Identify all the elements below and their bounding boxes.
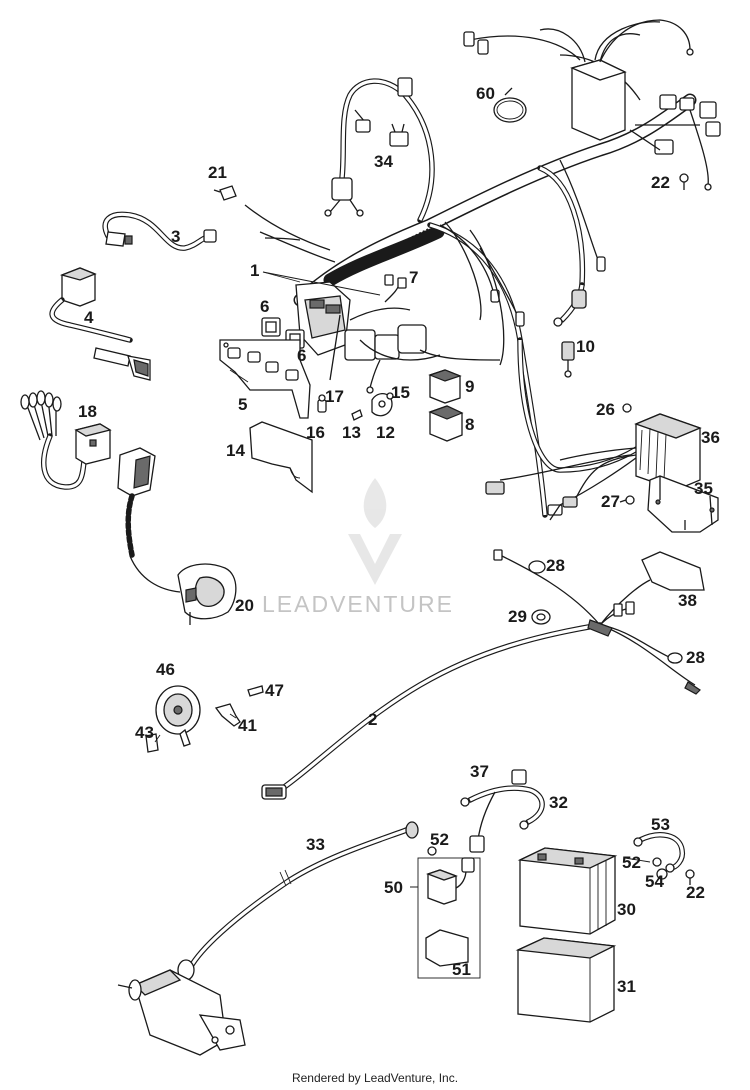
switch-10 bbox=[561, 341, 575, 378]
callout-50: 50 bbox=[384, 878, 403, 897]
callout-4: 4 bbox=[84, 308, 94, 327]
callout-54: 54 bbox=[645, 872, 664, 891]
callout-43: 43 bbox=[135, 723, 154, 742]
battery-box-31 bbox=[515, 937, 617, 1023]
callout-36: 36 bbox=[701, 428, 720, 447]
callout-34: 34 bbox=[374, 152, 393, 171]
handlebar-switch-20 bbox=[117, 447, 237, 625]
cover-38 bbox=[641, 551, 705, 591]
leader-lines bbox=[154, 271, 651, 888]
callout-60: 60 bbox=[476, 84, 495, 103]
relay-9 bbox=[428, 369, 462, 404]
ecu-module bbox=[539, 21, 661, 141]
callout-31: 31 bbox=[617, 977, 636, 996]
nut-26 bbox=[622, 403, 632, 413]
callout-3: 3 bbox=[171, 227, 180, 246]
callout-38: 38 bbox=[678, 591, 697, 610]
callout-22-top: 22 bbox=[651, 173, 670, 192]
screw-27 bbox=[619, 495, 635, 505]
screw-22-bottom bbox=[685, 869, 695, 885]
callout-35: 35 bbox=[694, 479, 713, 498]
cable-tie-60 bbox=[493, 87, 527, 123]
bracket-35 bbox=[647, 475, 719, 533]
callout-52-left: 52 bbox=[430, 830, 449, 849]
relay-8 bbox=[428, 405, 464, 442]
sensor-21 bbox=[213, 185, 237, 201]
handlebar-switch-cable-18 bbox=[20, 390, 112, 490]
ignition-coil-4 bbox=[49, 267, 151, 381]
callout-6b: 6 bbox=[297, 346, 306, 365]
starter-relay-50 bbox=[426, 857, 475, 905]
callout-16: 16 bbox=[306, 423, 325, 442]
callout-13: 13 bbox=[342, 423, 361, 442]
callout-26: 26 bbox=[596, 400, 615, 419]
sensor-cable-3 bbox=[102, 211, 217, 251]
harness-connector-top bbox=[397, 77, 413, 97]
starter-motor bbox=[117, 969, 246, 1056]
callout-22-bottom: 22 bbox=[686, 883, 705, 902]
callout-27: 27 bbox=[601, 492, 620, 511]
callout-28-top: 28 bbox=[546, 556, 565, 575]
callout-37: 37 bbox=[470, 762, 489, 781]
ground-cable-53 bbox=[633, 832, 686, 873]
callout-41: 41 bbox=[238, 716, 257, 735]
nut-52-right bbox=[652, 857, 662, 867]
callout-52-right: 52 bbox=[622, 853, 641, 872]
callout-46: 46 bbox=[156, 660, 175, 679]
callout-33: 33 bbox=[306, 835, 325, 854]
callout-14: 14 bbox=[226, 441, 245, 460]
bracket-41 bbox=[214, 703, 241, 727]
callout-18: 18 bbox=[78, 402, 97, 421]
nut-52-left bbox=[427, 846, 437, 856]
callout-8: 8 bbox=[465, 415, 474, 434]
screw-47 bbox=[247, 685, 264, 697]
footer-credit: Rendered by LeadVenture, Inc. bbox=[291, 1071, 459, 1085]
callout-29: 29 bbox=[508, 607, 527, 626]
watermark-text: LEADVENTURE bbox=[262, 591, 454, 617]
main-wiring-harness bbox=[244, 19, 721, 518]
grommet-28-bottom bbox=[667, 652, 683, 664]
callout-6a: 6 bbox=[260, 297, 269, 316]
watermark-logo bbox=[348, 478, 402, 585]
callout-28-bottom: 28 bbox=[686, 648, 705, 667]
callout-10: 10 bbox=[576, 337, 595, 356]
callout-labels: 1 2 3 4 5 6 6 7 8 9 10 12 13 14 15 16 17… bbox=[78, 84, 720, 996]
starter-cable-33 bbox=[177, 821, 419, 981]
ground-lead-10 bbox=[553, 282, 587, 327]
connector-34 bbox=[355, 119, 409, 147]
screw-22-top bbox=[679, 173, 689, 190]
fuse-37 bbox=[511, 769, 527, 785]
bracket-14 bbox=[249, 421, 313, 494]
callout-15: 15 bbox=[391, 383, 410, 402]
grommet-28-top bbox=[528, 560, 546, 574]
callout-30: 30 bbox=[617, 900, 636, 919]
nut-43 bbox=[145, 733, 159, 753]
callout-7: 7 bbox=[409, 268, 418, 287]
voltage-regulator-36 bbox=[549, 413, 702, 521]
callout-53: 53 bbox=[651, 815, 670, 834]
callout-12: 12 bbox=[376, 423, 395, 442]
callout-5: 5 bbox=[238, 395, 247, 414]
mounting-plate-5 bbox=[219, 339, 311, 419]
callout-20: 20 bbox=[235, 596, 254, 615]
battery-30 bbox=[517, 847, 618, 935]
callout-17: 17 bbox=[325, 387, 344, 406]
relay-holder-51 bbox=[425, 929, 469, 967]
washer-54 bbox=[656, 868, 668, 880]
relay-fuse-box-assembly bbox=[295, 274, 501, 394]
callout-2: 2 bbox=[368, 710, 377, 729]
callout-9: 9 bbox=[465, 377, 474, 396]
battery-cable-32 bbox=[460, 785, 545, 853]
harness-right-connectors bbox=[629, 94, 721, 191]
horn-46 bbox=[155, 685, 201, 747]
callout-51: 51 bbox=[452, 960, 471, 979]
callout-1: 1 bbox=[250, 261, 259, 280]
callout-32: 32 bbox=[549, 793, 568, 812]
wiring-harness-2 bbox=[261, 549, 701, 800]
callout-47: 47 bbox=[265, 681, 284, 700]
callout-21: 21 bbox=[208, 163, 227, 182]
small-hardware-12-17 bbox=[317, 392, 394, 421]
